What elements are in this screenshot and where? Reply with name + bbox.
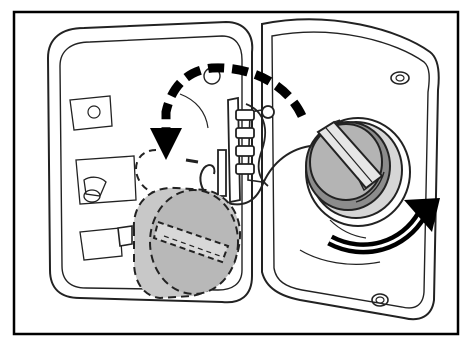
fuel-cap-icon (306, 118, 410, 226)
